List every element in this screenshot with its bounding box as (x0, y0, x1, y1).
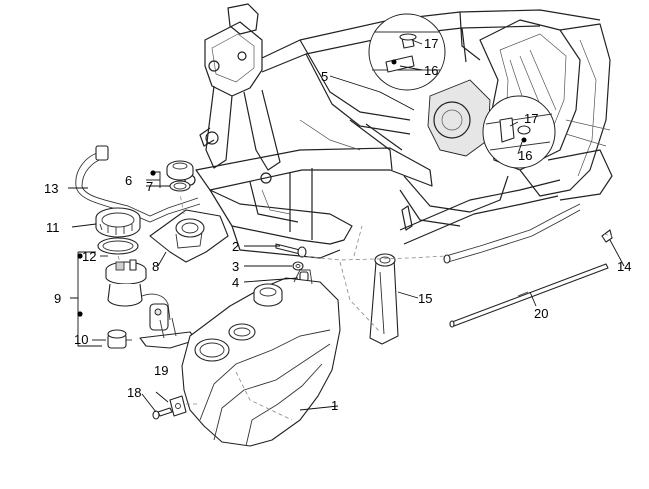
callout-10[interactable]: 10 (74, 332, 88, 347)
fuel-tank-part-1[interactable] (181, 269, 341, 447)
callout-17-upper[interactable]: 17 (424, 36, 438, 51)
gasket-part-7[interactable] (169, 180, 191, 192)
ring-nut-part-11[interactable] (95, 207, 141, 238)
callout-19[interactable]: 19 (154, 363, 168, 378)
rod-part-20[interactable] (449, 263, 609, 328)
callout-8[interactable]: 8 (152, 259, 159, 274)
callout-11[interactable]: 11 (46, 220, 60, 235)
level-sensor-part-15[interactable] (369, 253, 399, 345)
fuel-cap-part-6[interactable] (166, 160, 194, 181)
set-bullet-9a (77, 253, 83, 259)
assembly-dashes (117, 193, 613, 421)
scooter-frame (184, 3, 613, 259)
callout-18[interactable]: 18 (127, 385, 141, 400)
detail-circle-lower (482, 95, 556, 169)
washer-part-3[interactable] (292, 261, 304, 271)
screw-part-2[interactable] (275, 243, 307, 258)
fuel-level-sender-part-10[interactable] (107, 329, 132, 349)
callout-1[interactable]: 1 (331, 398, 338, 413)
screw-part-18[interactable] (152, 407, 173, 420)
callout-5[interactable]: 5 (321, 69, 328, 84)
filler-neck-part-8[interactable] (149, 209, 229, 263)
leader-lines (68, 39, 625, 413)
set-bullet-6 (150, 170, 156, 176)
fuel-pump-part-9[interactable] (105, 259, 197, 349)
callout-3[interactable]: 3 (232, 259, 239, 274)
callout-15[interactable]: 15 (418, 291, 432, 306)
callout-4[interactable]: 4 (232, 275, 239, 290)
bracket-part-19[interactable] (169, 395, 187, 417)
callout-16-upper[interactable]: 16 (424, 63, 438, 78)
callout-14[interactable]: 14 (617, 259, 631, 274)
callout-labels: 1 2 3 4 5 6 7 8 9 10 11 12 13 14 15 16 1… (44, 36, 631, 413)
pump-gasket-part-12[interactable] (97, 237, 139, 255)
callout-12[interactable]: 12 (82, 249, 96, 264)
detail-circle-upper (368, 13, 446, 91)
callout-2[interactable]: 2 (232, 239, 239, 254)
callout-13[interactable]: 13 (44, 181, 58, 196)
callout-20[interactable]: 20 (534, 306, 548, 321)
callout-7[interactable]: 7 (146, 179, 153, 194)
callout-6[interactable]: 6 (125, 173, 132, 188)
callout-17-lower[interactable]: 17 (524, 111, 538, 126)
callout-16-lower[interactable]: 16 (518, 148, 532, 163)
set-bullet-9b (77, 311, 83, 317)
callout-9[interactable]: 9 (54, 291, 61, 306)
vent-pipe-part-14[interactable] (443, 203, 613, 264)
